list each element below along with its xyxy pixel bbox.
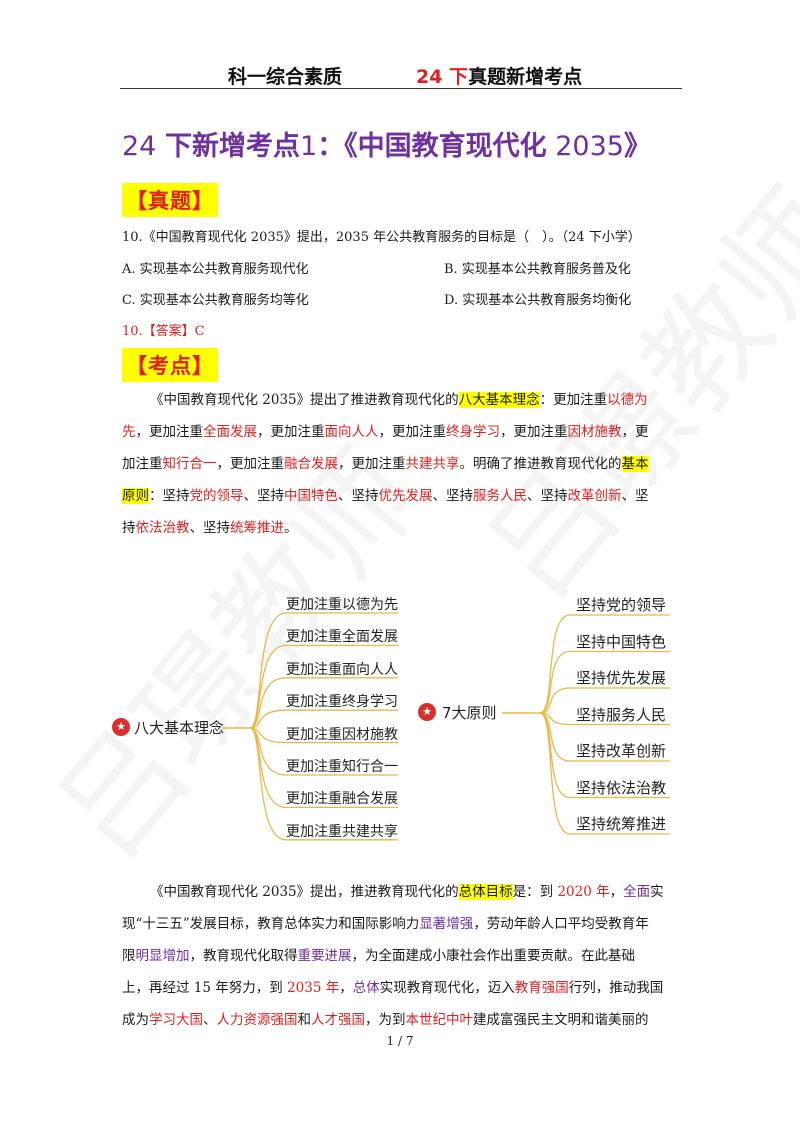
branch-line bbox=[539, 614, 670, 714]
branch-line bbox=[249, 709, 398, 729]
mindmap-left-item: 更加注重以德为先 bbox=[286, 597, 398, 613]
mindmap-left-item: 更加注重融合发展 bbox=[286, 791, 398, 808]
option-d: D. 实现基本公共教育服务均衡化 bbox=[444, 293, 632, 308]
mindmap-right-item: 坚持中国特色 bbox=[576, 632, 667, 651]
branch-line bbox=[539, 650, 670, 714]
key-point-paragraph-1: 《中国教育现代化 2035》提出了推进教育现代化的八大基本理念：更加注重以德为 … bbox=[122, 392, 649, 536]
star-badge-icon: ★ bbox=[112, 718, 130, 736]
mindmap-right-item: 坚持依法治教 bbox=[576, 778, 667, 797]
section-tag-point: 【考点】 bbox=[122, 348, 218, 382]
option-b: B. 实现基本公共教育服务普及化 bbox=[444, 262, 631, 277]
mindmap-right-root: 7大原则 bbox=[442, 704, 497, 722]
star-badge-icon: ★ bbox=[418, 703, 436, 721]
key-point-paragraph-2: 《中国教育现代化 2035》提出，推进教育现代化的总体目标是：到 2020 年，… bbox=[122, 884, 664, 1028]
page-title: 24 下新增考点1：《中国教育现代化 2035》 bbox=[122, 131, 651, 162]
mindmap-right-item: 坚持改革创新 bbox=[576, 742, 667, 760]
option-a: A. 实现基本公共教育服务现代化 bbox=[122, 262, 309, 277]
mindmap-left-item: 更加注重因材施教 bbox=[286, 726, 398, 743]
branch-line bbox=[249, 644, 398, 729]
branch-line bbox=[539, 687, 670, 714]
mindmap-left-item: 更加注重终身学习 bbox=[286, 694, 398, 711]
section-tag-question: 【真题】 bbox=[122, 183, 218, 217]
mindmap-right-item: 坚持党的领导 bbox=[576, 596, 667, 614]
mindmap-right-item: 坚持优先发展 bbox=[576, 669, 667, 687]
header-topic: 24 下真题新增考点 bbox=[416, 66, 583, 88]
mindmap-left-item: 更加注重全面发展 bbox=[286, 629, 398, 646]
answer-line: 10.【答案】C bbox=[122, 324, 205, 339]
mind-map: ★八大基本理念更加注重以德为先更加注重全面发展更加注重面向人人更加注重终身学习更… bbox=[100, 585, 700, 855]
mindmap-right-item: 坚持服务人民 bbox=[576, 705, 667, 724]
branch-line bbox=[249, 677, 398, 729]
branch-line bbox=[539, 712, 670, 726]
page-number: 1 / 7 bbox=[386, 1034, 414, 1048]
option-c: C. 实现基本公共教育服务均等化 bbox=[122, 293, 309, 308]
mindmap-left-item: 更加注重知行合一 bbox=[286, 759, 398, 775]
mindmap-left-item: 更加注重面向人人 bbox=[286, 661, 398, 678]
page-header: 科一综合素质 24 下真题新增考点 bbox=[120, 58, 682, 89]
question-stem: 10.《中国教育现代化 2035》提出，2035 年公共教育服务的目标是（ ）。… bbox=[122, 230, 641, 245]
branch-line bbox=[539, 712, 670, 762]
branch-line bbox=[539, 712, 670, 835]
mindmap-right-item: 坚持统筹推进 bbox=[576, 815, 667, 833]
mindmap-left-root: 八大基本理念 bbox=[134, 719, 225, 737]
mindmap-left-item: 更加注重共建共享 bbox=[286, 823, 398, 840]
branch-line bbox=[249, 727, 398, 841]
mind-map-branches bbox=[222, 612, 670, 841]
branch-line bbox=[249, 612, 398, 729]
header-subject: 科一综合素质 bbox=[228, 66, 343, 88]
